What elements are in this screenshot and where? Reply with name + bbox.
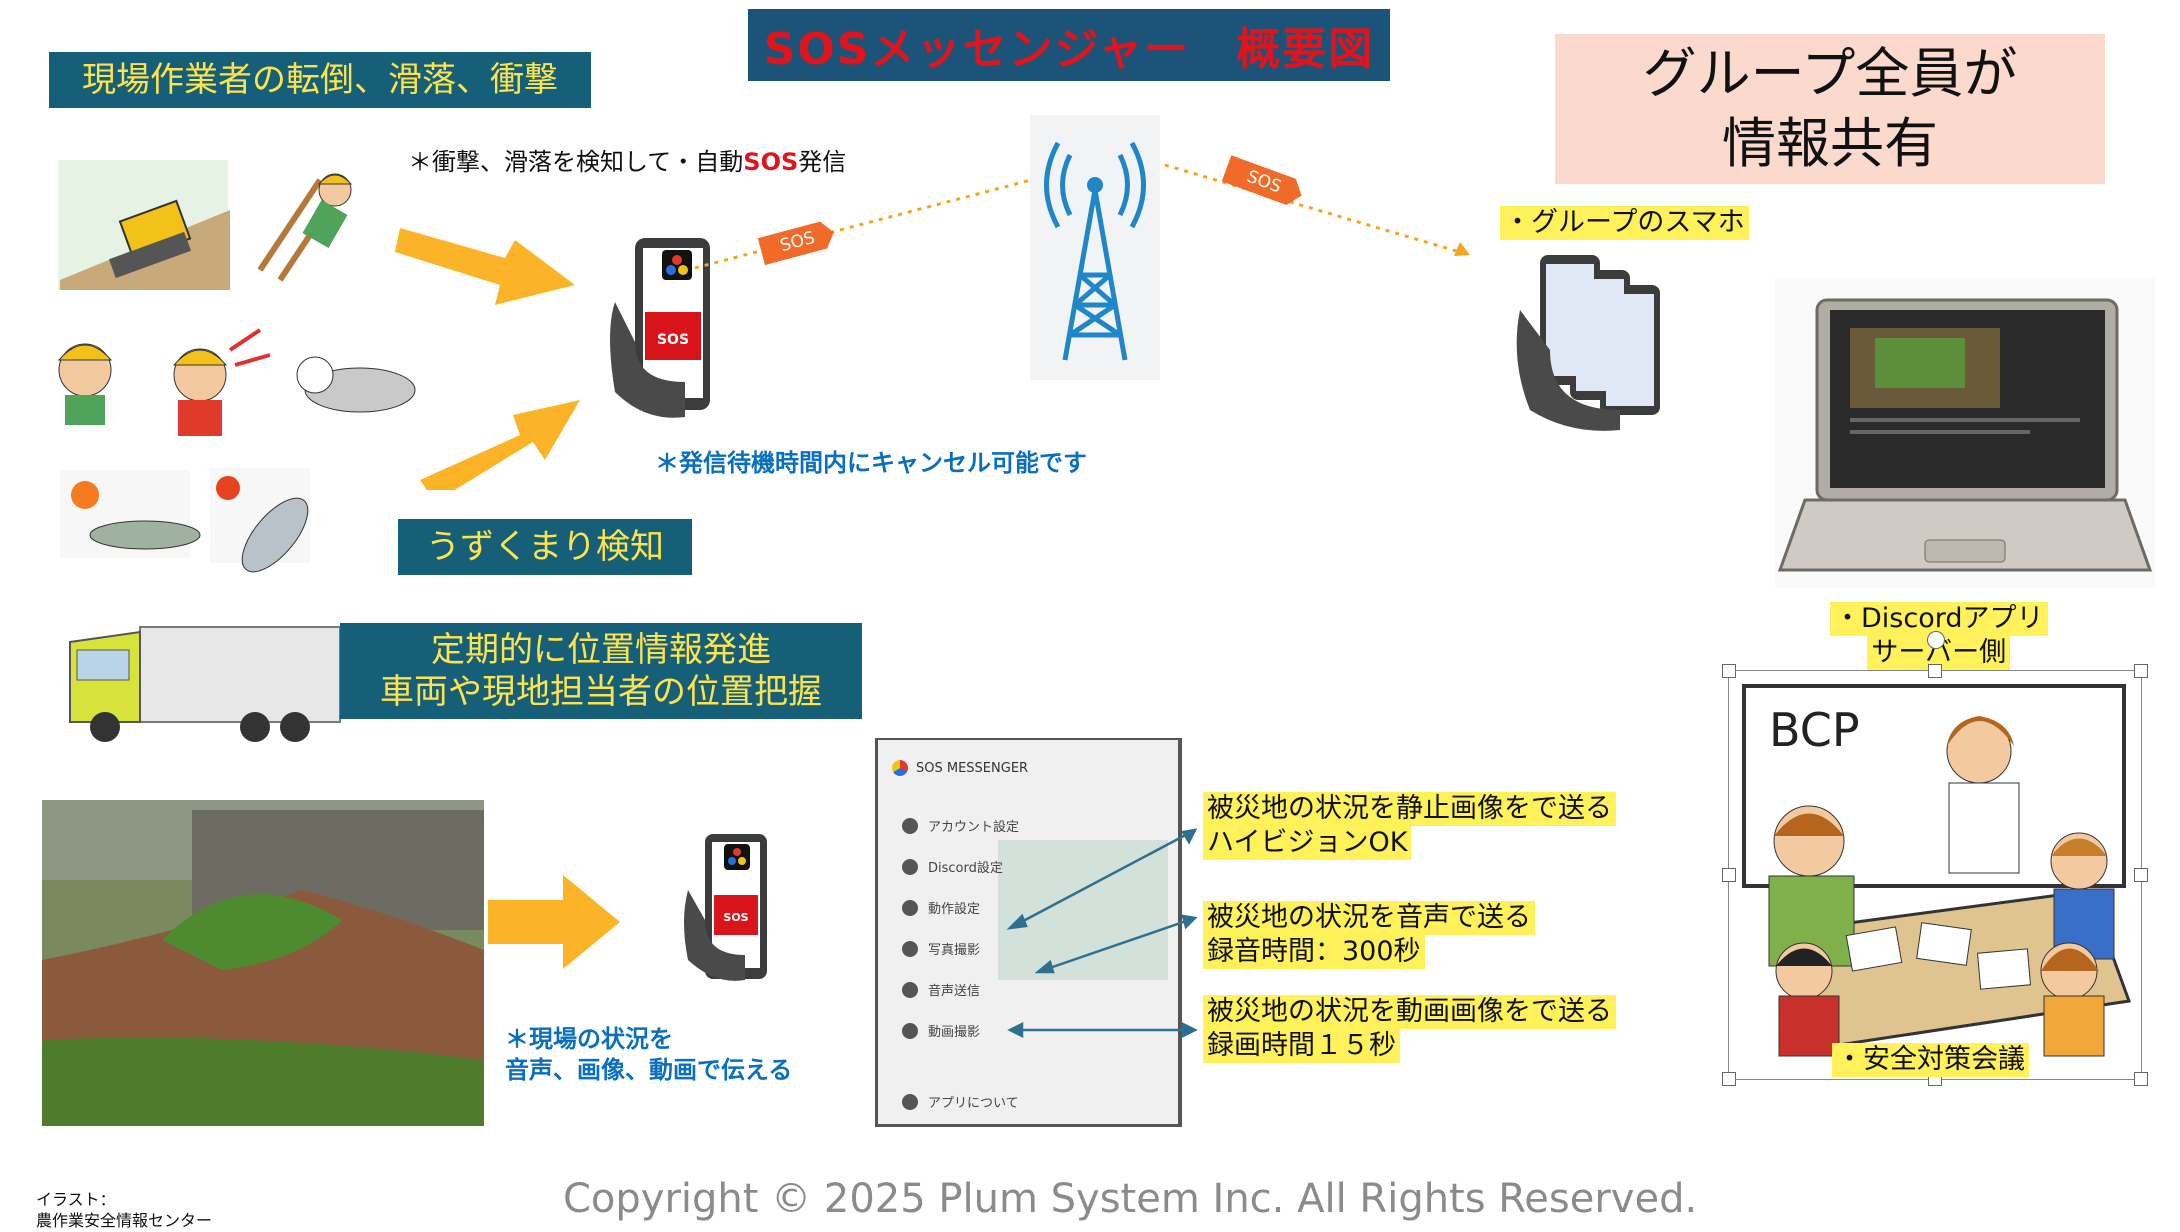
struck-worker-illustration [172,328,271,436]
menu-discord-settings[interactable]: Discord設定 [902,857,1003,876]
share-line2: 情報共有 [1722,112,1938,175]
field-note-line2: 音声、画像、動画で伝える [505,1056,793,1085]
group-phones-icon [1516,255,1660,431]
meeting-illustration: BCP [1742,684,2132,1057]
video-icon [902,1022,918,1039]
app-header: SOS MESSENGER [892,760,1028,776]
app-name: SOS MESSENGER [916,760,1029,776]
detection-arrows [395,228,580,490]
auto-sos-note-prefix: ＊衝撃、滑落を検知して・自動 [408,148,744,176]
group-phones-label: ・グループのスマホ [1500,206,1749,240]
arrow-upper [395,228,575,305]
discord-label-line1: ・Discordアプリ [1830,602,2048,636]
heat-stroke-illustration-2 [210,468,310,573]
fall-detection-box: 現場作業者の転倒、滑落、衝撃 [49,52,591,108]
app-logo-icon [892,760,908,776]
bcp-board-text: BCP [1769,703,1860,757]
menu-about[interactable]: アプリについて [902,1092,1019,1111]
feature-video: 被災地の状況を動画画像をで送る 録画時間１５秒 [1203,995,1616,1063]
illustration-credit: イラスト： 農作業安全情報センター [36,1190,212,1232]
discord-icon [902,858,918,875]
crouch-detection-box: うずくまり検知 [398,519,692,575]
feature-photo-line1: 被災地の状況を静止画像をで送る [1203,792,1616,826]
menu-account-settings-label: アカウント設定 [928,820,1020,835]
credit-line1: イラスト： [36,1190,116,1209]
menu-account-settings[interactable]: アカウント設定 [902,816,1019,835]
auto-sos-note: ＊衝撃、滑落を検知して・自動SOS発信 [408,142,846,177]
collapsed-worker-illustration [296,356,416,413]
auto-sos-note-sos: SOS [743,148,799,176]
sos-tag-left-text: SOS [778,227,817,257]
location-box: 定期的に位置情報発進 車両や現地担当者の位置把握 [340,623,862,719]
bulldozer-illustration [58,160,230,290]
camera-icon [902,940,918,957]
location-box-line2: 車両や現地担当者の位置把握 [380,672,822,712]
menu-photo-label: 写真撮影 [928,943,981,958]
feature-video-line2: 録画時間１５秒 [1203,1028,1400,1063]
info-icon [902,1093,918,1110]
laptop-icon [1775,278,2155,588]
smartphone-icon: SOS [610,238,710,418]
radio-tower-icon [1030,115,1160,380]
microphone-icon [902,981,918,998]
meeting-illustration-frame[interactable]: BCP [1722,631,2148,1086]
head-injury-illustration [57,343,113,425]
share-line1: グループ全員が [1642,41,2018,105]
arrow-lower [420,400,580,490]
smartphone-icon-bottom: SOS [684,834,767,981]
feature-photo: 被災地の状況を静止画像をで送る ハイビジョンOK [1203,792,1616,860]
rotate-handle[interactable] [1927,631,1945,649]
copyright: Copyright © 2025 Plum System Inc. All Ri… [563,1176,1698,1222]
falling-worker-illustration [257,173,353,282]
safety-meeting-label: ・安全対策会議 [1832,1043,2029,1077]
menu-audio-label: 音声送信 [928,984,981,999]
menu-video-label: 動画撮影 [928,1025,981,1040]
gear-icon [902,899,918,916]
accident-illustrations [57,160,416,573]
field-note-line1: ＊現場の状況を [505,1025,673,1053]
phone-sos-text: SOS [657,332,689,348]
discord-label: ・Discordアプリ サーバー側 [1830,602,2048,670]
feature-audio: 被災地の状況を音声で送る 録音時間：300秒 [1203,901,1535,969]
feature-audio-line2: 録音時間：300秒 [1203,934,1425,969]
phone-bottom-sos-text: SOS [723,911,748,924]
menu-behavior-settings-label: 動作設定 [928,902,981,917]
account-icon [902,817,918,834]
share-box: グループ全員が 情報共有 [1555,34,2105,184]
menu-discord-settings-label: Discord設定 [928,861,1003,876]
menu-audio[interactable]: 音声送信 [902,980,980,999]
feature-photo-line2: ハイビジョンOK [1203,825,1412,860]
app-screenshot: SOS MESSENGER アカウント設定 Discord設定 動作設定 写真撮… [875,738,1182,1127]
menu-video[interactable]: 動画撮影 [902,1021,980,1040]
field-note: ＊現場の状況を 音声、画像、動画で伝える [505,1024,792,1086]
heat-stroke-illustration-1 [60,470,201,558]
landslide-photo [42,800,484,1126]
auto-sos-note-suffix: 発信 [798,148,847,176]
feature-connectors [1006,828,1198,1039]
cancel-note: ＊発信待機時間内にキャンセル可能です [655,449,1087,477]
location-box-line1: 定期的に位置情報発進 [431,629,771,670]
menu-behavior-settings[interactable]: 動作設定 [902,898,980,917]
feature-video-line1: 被災地の状況を動画画像をで送る [1203,995,1616,1029]
truck-illustration [69,626,341,742]
feature-audio-line1: 被災地の状況を音声で送る [1203,901,1535,935]
field-arrow [488,875,620,969]
menu-about-label: アプリについて [928,1096,1019,1111]
credit-line2: 農作業安全情報センター [36,1210,213,1230]
menu-photo[interactable]: 写真撮影 [902,939,980,958]
page-title: SOSメッセンジャー 概要図 [748,9,1390,81]
